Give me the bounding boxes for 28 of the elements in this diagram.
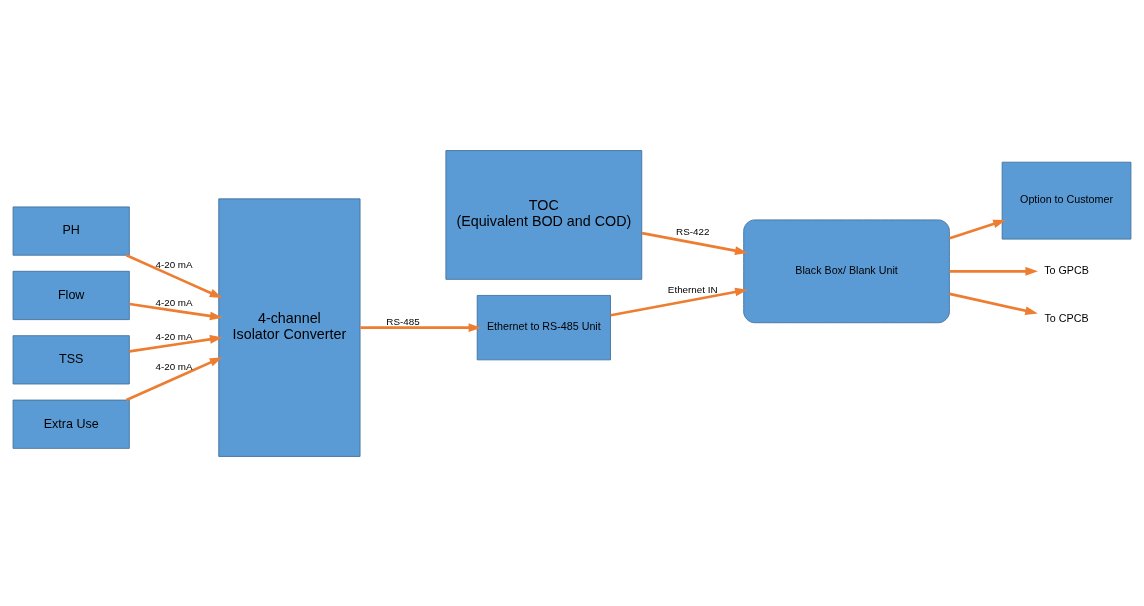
- arrow: [360, 322, 482, 332]
- arrow: [129, 302, 223, 320]
- edge-label: 4-20 mA: [155, 296, 193, 308]
- edge-label: RS-485: [386, 315, 420, 327]
- edge-label: 4-20 mA: [155, 258, 193, 270]
- arrow: [949, 266, 1038, 276]
- node-box: Extra Use: [12, 399, 130, 449]
- edge-label: 4-20 mA: [155, 360, 193, 372]
- node-box: TOC (Equivalent BOD and COD): [445, 149, 643, 280]
- arrow: [125, 356, 223, 401]
- node-box: Black Box/ Blank Unit: [743, 218, 950, 323]
- node-box: PH: [12, 205, 130, 256]
- arrow: [949, 292, 1038, 315]
- node-box: 4-channel Isolator Converter: [218, 197, 361, 457]
- node-box: Ethernet to RS-485 Unit: [476, 294, 611, 360]
- arrow: [125, 253, 223, 298]
- arrow: [641, 231, 748, 255]
- arrow: [129, 334, 223, 353]
- edge-label: RS-422: [676, 225, 710, 237]
- node-box: Option to Customer: [1001, 161, 1132, 240]
- arrow: [949, 219, 1006, 240]
- node-text: To GPCB: [1044, 263, 1089, 276]
- node-box: TSS: [12, 334, 130, 384]
- edge-label: 4-20 mA: [155, 330, 193, 342]
- node-box: Flow: [12, 270, 130, 320]
- edge-label: Ethernet IN: [667, 283, 718, 295]
- arrow: [610, 287, 748, 317]
- node-text: To CPCB: [1044, 311, 1089, 324]
